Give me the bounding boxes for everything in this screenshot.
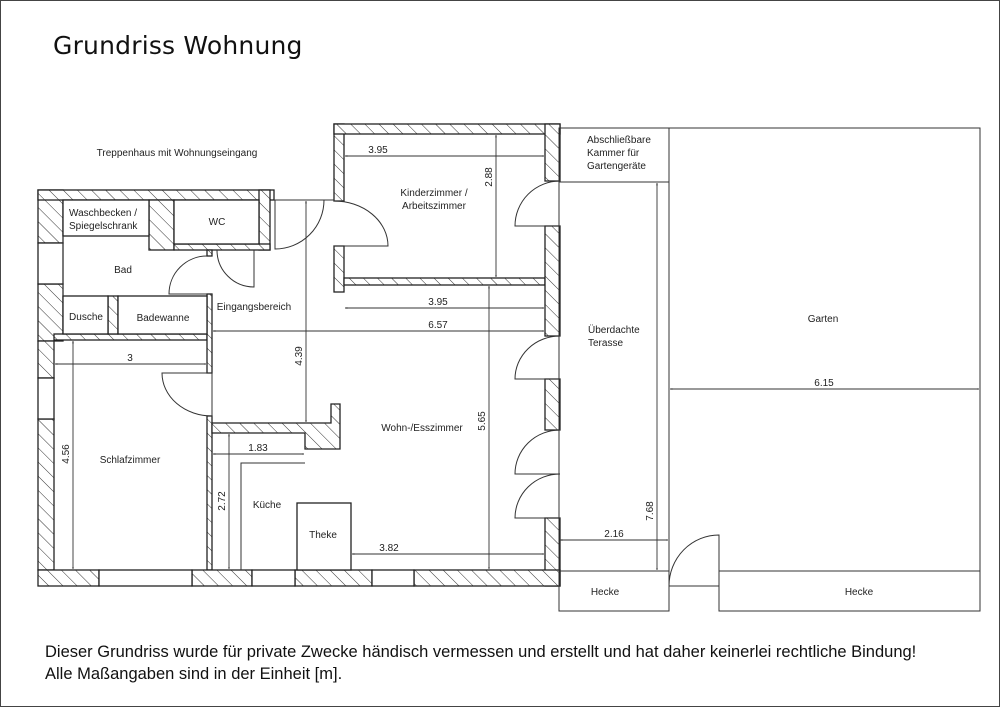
wall-wc-right: [258, 189, 271, 251]
door-entrance: [274, 199, 325, 250]
label-kinderzimmer: Kinderzimmer /: [400, 188, 467, 199]
doors: [161, 180, 720, 587]
dim-kueche-depth: 2.72: [217, 491, 228, 511]
wall-kinder-top: [333, 123, 561, 135]
label-theke: Theke: [309, 530, 337, 541]
theke-box: [296, 502, 352, 571]
wall-bottom-b: [191, 569, 253, 587]
wall-flur-a: [206, 249, 213, 257]
label-terrasse-2: Terasse: [588, 338, 623, 349]
wc-box: [173, 199, 260, 245]
dim-garten-width: 6.15: [814, 378, 834, 389]
dim-wohn-width-top: 3.95: [428, 297, 448, 308]
wall-kinder-left-lower: [333, 245, 345, 293]
waschbecken-box: [62, 199, 150, 237]
label-terrasse-1: Überdachte: [588, 324, 640, 336]
wall-bottom-c: [294, 569, 373, 587]
label-eingangsbereich: Eingangsbereich: [217, 302, 292, 313]
wall-wc-bottom: [173, 243, 271, 251]
dim-terrasse-width: 2.16: [604, 529, 624, 540]
label-wc: WC: [209, 217, 226, 228]
dimension-lines: [55, 135, 979, 570]
dim-schlaf-width: 3: [127, 353, 133, 364]
wall-bottom-d: [413, 569, 561, 587]
door-kinderzimmer: [333, 200, 389, 247]
garden-gate: [668, 534, 720, 587]
wall-kueche-top: [211, 403, 341, 450]
door-wc: [216, 249, 255, 288]
wall-left-bottom: [37, 418, 55, 571]
dim-terrasse-depth: 7.68: [645, 501, 656, 521]
window: [251, 569, 296, 587]
wall-right-b: [544, 225, 561, 337]
window: [37, 242, 64, 285]
door-wohn-terrasse-1: [514, 335, 561, 380]
door-wohn-terrasse-2: [514, 429, 561, 475]
windows: [37, 242, 415, 587]
label-schlafzimmer: Schlafzimmer: [100, 455, 161, 466]
dim-flur-wohn-width: 6.57: [428, 320, 448, 331]
label-treppenhaus: Treppenhaus mit Wohnungseingang: [97, 148, 258, 159]
dusche-box: [62, 295, 109, 335]
terrasse-outline: [558, 127, 670, 612]
wall-flur-b: [206, 293, 213, 374]
dim-kinder-depth: 2.88: [484, 167, 495, 187]
label-kammer-2: Kammer für: [587, 148, 640, 159]
label-kueche: Küche: [253, 500, 282, 511]
label-wohnzimmer: Wohn-/Esszimmer: [381, 423, 463, 434]
room-labels: Treppenhaus mit Wohnungseingang Waschbec…: [69, 135, 874, 598]
disclaimer-text: Dieser Grundriss wurde für private Zweck…: [45, 643, 917, 661]
door-kinder-terrasse: [514, 180, 561, 227]
wall-right-a: [544, 123, 561, 182]
dim-kueche-width: 1.83: [248, 443, 268, 454]
page-title: Grundriss Wohnung: [53, 31, 303, 60]
label-badewanne: Badewanne: [137, 313, 190, 324]
label-kammer-3: Gartengeräte: [587, 161, 646, 172]
dim-kinder-width: 3.95: [368, 145, 388, 156]
wall-kinder-left-upper: [333, 123, 345, 202]
wall-left-lower: [37, 340, 55, 379]
door-schlafzimmer: [161, 372, 213, 417]
label-kammer-1: Abschließbare: [587, 135, 651, 146]
wall-bottom-a: [37, 569, 100, 587]
door-wohn-terrasse-3: [514, 473, 561, 519]
units-note: Alle Maßangaben sind in der Einheit [m].: [45, 665, 343, 683]
fixtures: [62, 199, 352, 571]
label-arbeitszimmer: Arbeitszimmer: [402, 201, 467, 212]
window: [37, 377, 55, 420]
badewanne-box: [117, 295, 208, 335]
wall-bad-wc: [148, 199, 175, 251]
label-waschbecken: Waschbecken /: [69, 208, 137, 219]
window: [98, 569, 193, 587]
label-hecke-left: Hecke: [591, 587, 620, 598]
wall-bad-schlaf: [53, 333, 208, 341]
outdoor: [558, 127, 981, 612]
dim-wohn-width-bottom: 3.82: [379, 543, 399, 554]
label-dusche: Dusche: [69, 312, 103, 323]
dim-eingang-depth: 4.39: [294, 346, 305, 366]
label-garten: Garten: [808, 314, 839, 325]
wall-dusche-badewanne: [107, 295, 119, 335]
dim-wohn-depth: 5.65: [477, 411, 488, 431]
wall-kinder-bottom: [343, 277, 546, 286]
dimension-labels: 3.95 2.88 3.95 6.57 4.39 5.65 3 4.56 1.8…: [61, 145, 834, 554]
wall-right-c: [544, 378, 561, 431]
label-spiegelschrank: Spiegelschrank: [69, 221, 138, 232]
door-bad: [168, 255, 208, 295]
wall-flur-c: [206, 415, 213, 571]
window: [371, 569, 415, 587]
wall-top: [37, 189, 275, 201]
label-bad: Bad: [114, 265, 132, 276]
footer: Dieser Grundriss wurde für private Zweck…: [45, 641, 989, 685]
wall-left-mid: [37, 283, 64, 342]
label-hecke-right: Hecke: [845, 587, 874, 598]
dim-schlaf-depth: 4.56: [61, 444, 72, 464]
garten-outline: [669, 127, 981, 612]
kitchen-counter: [240, 462, 305, 570]
